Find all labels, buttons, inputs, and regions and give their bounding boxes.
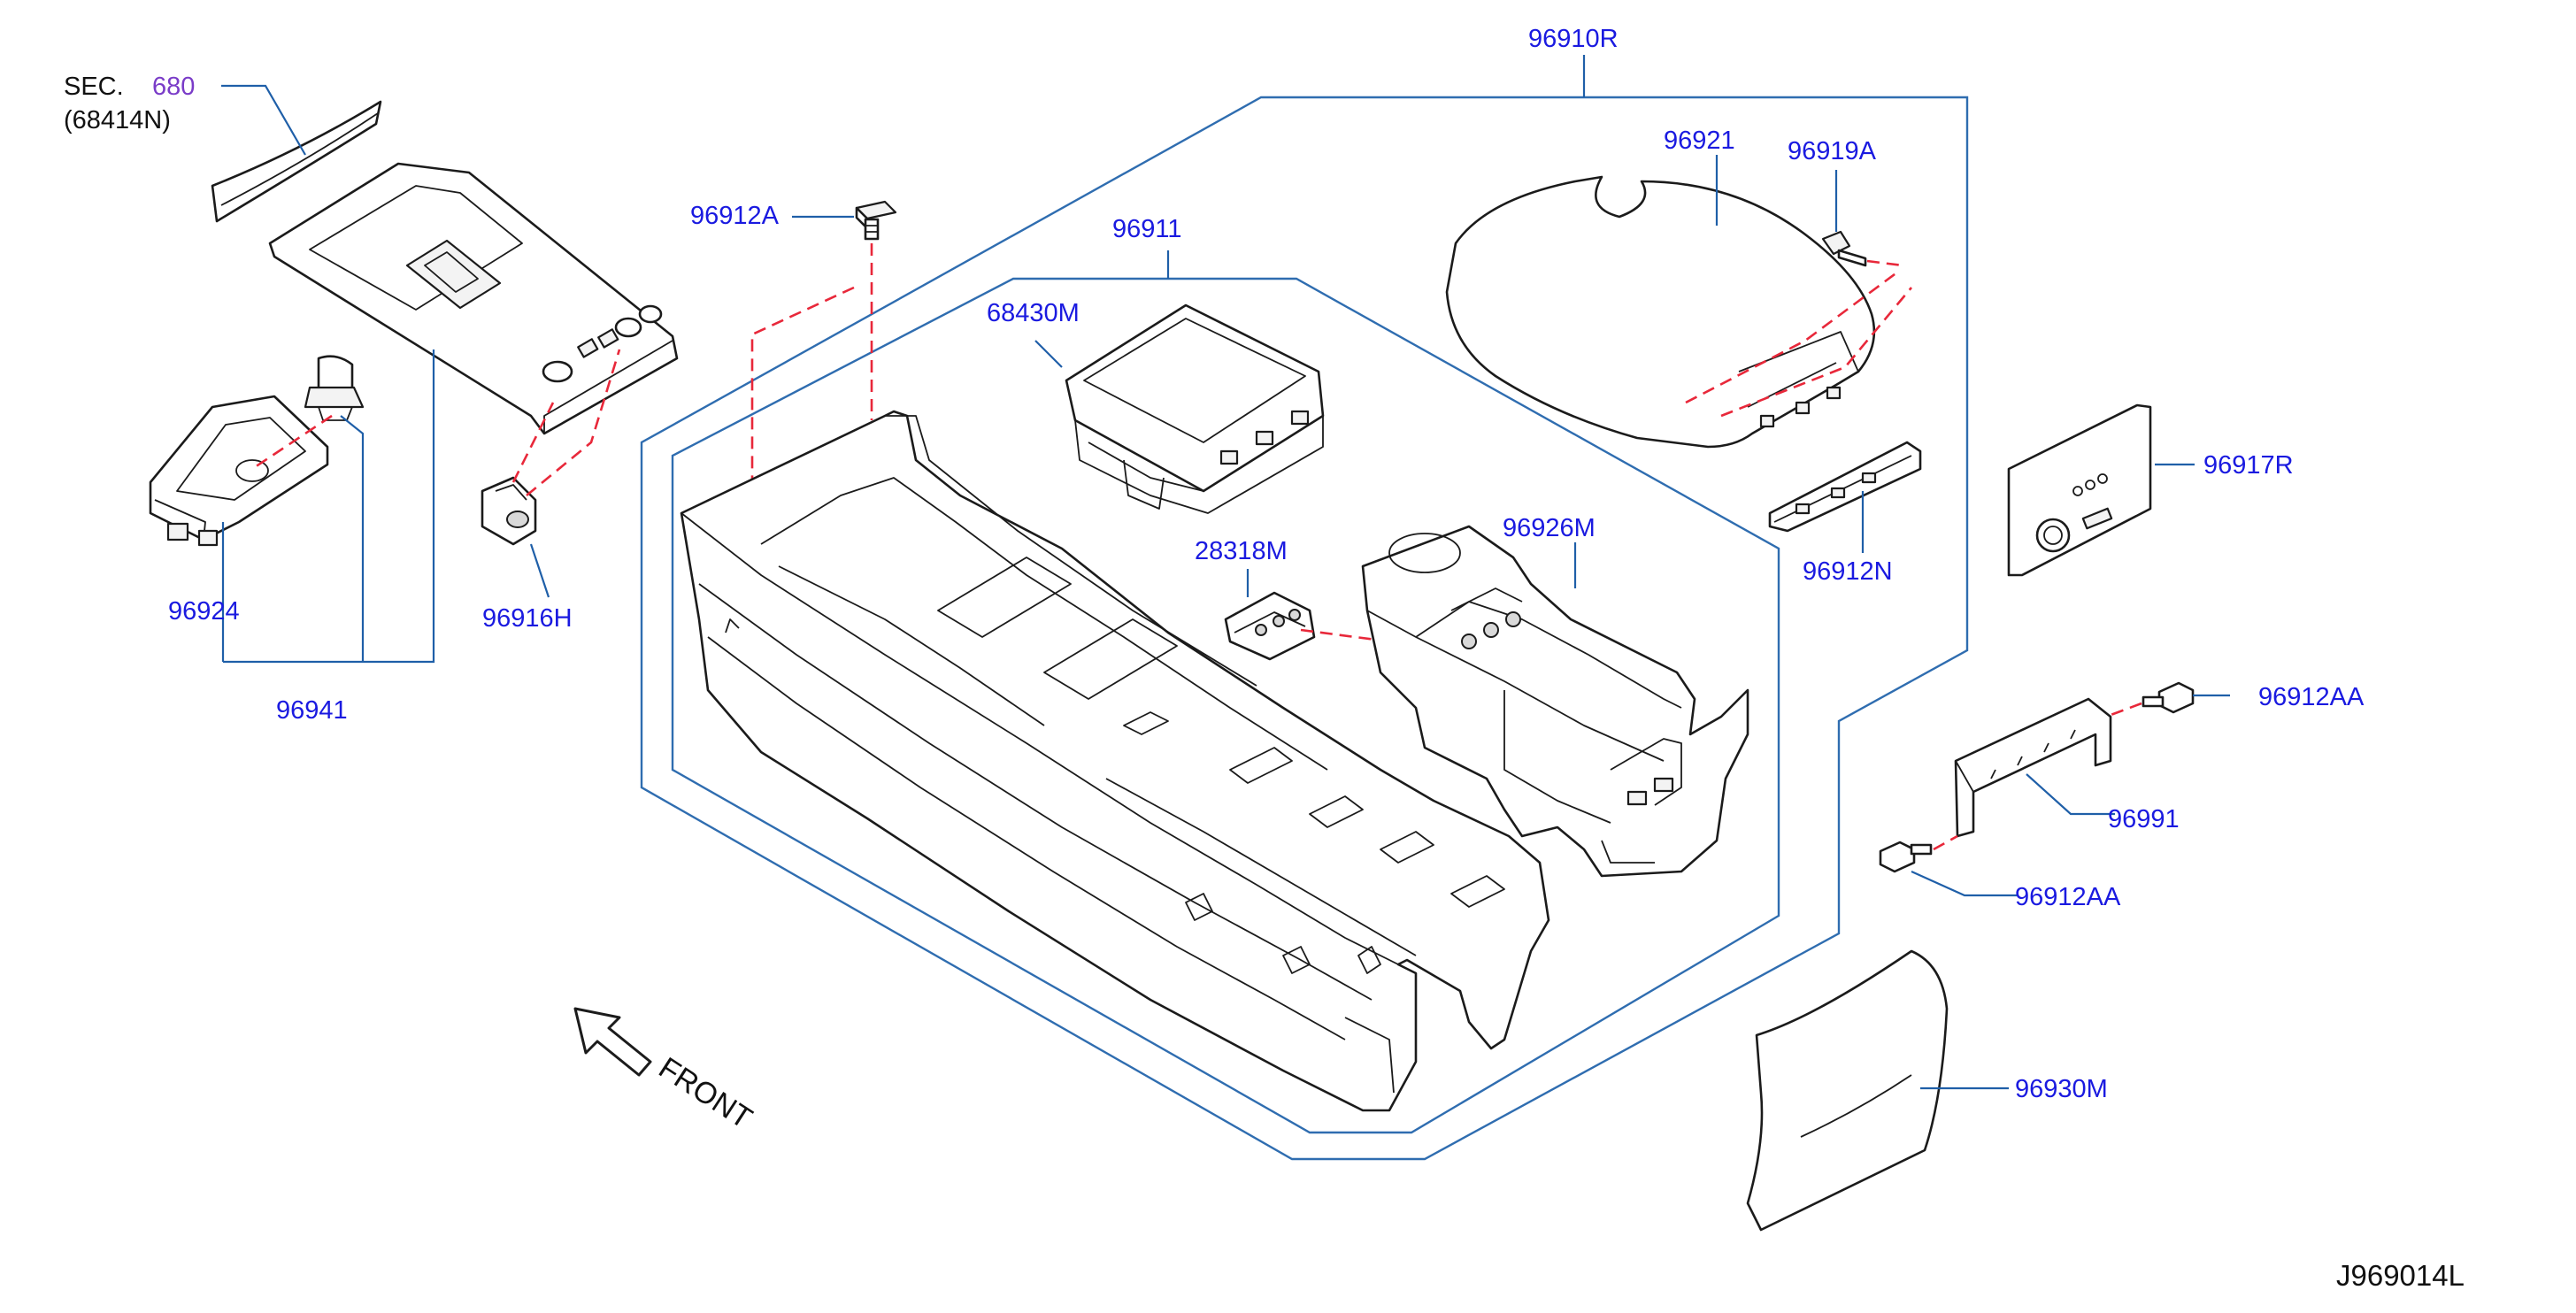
diagram-id: J969014L bbox=[2336, 1259, 2465, 1292]
dash-96912AA-bottom bbox=[1933, 834, 1958, 851]
label-96924: 96924 bbox=[168, 597, 240, 626]
dash-96916H-a bbox=[511, 402, 555, 483]
leader-96941 bbox=[223, 349, 435, 664]
armrest-lid-96921 bbox=[1445, 175, 1876, 449]
label-96916H: 96916H bbox=[482, 604, 573, 633]
bracket-96991 bbox=[1954, 697, 2112, 838]
front-label: FRONT bbox=[653, 1051, 758, 1136]
leader-96924-bulb bbox=[340, 415, 365, 442]
label-96917R: 96917R bbox=[2203, 451, 2294, 480]
label-96912A: 96912A bbox=[690, 202, 780, 230]
console-body-96911 bbox=[680, 410, 1550, 1112]
label-96912N: 96912N bbox=[1803, 557, 1893, 586]
label-96912AA-bottom: 96912AA bbox=[2015, 883, 2121, 911]
bolt-96912AA-top bbox=[2142, 681, 2195, 714]
clip-bulb-96924 bbox=[304, 355, 365, 421]
leader-96912AA-bottom bbox=[1911, 870, 2018, 897]
leader-96991 bbox=[2026, 773, 2115, 816]
dash-96924 bbox=[251, 414, 333, 471]
cupholder-96924 bbox=[149, 395, 329, 547]
label-96919A: 96919A bbox=[1788, 137, 1877, 165]
section-subcode: (68414N) bbox=[64, 106, 171, 134]
label-96911: 96911 bbox=[1112, 215, 1182, 243]
leader-96916H bbox=[529, 543, 550, 598]
assembly-frame-96911 bbox=[671, 277, 1780, 1134]
label-68430M: 68430M bbox=[987, 299, 1080, 327]
label-28318M: 28318M bbox=[1195, 537, 1288, 565]
label-96921: 96921 bbox=[1664, 127, 1735, 155]
dash-96919A bbox=[1866, 259, 1903, 267]
dash-96921-a bbox=[1685, 270, 1899, 404]
hinge-bracket-96912N bbox=[1768, 441, 1922, 533]
connector-28318M bbox=[1224, 591, 1316, 661]
label-96926M: 96926M bbox=[1503, 514, 1596, 542]
dash-96912AA-top bbox=[2105, 702, 2142, 718]
section-number: 680 bbox=[152, 73, 195, 101]
switch-96916H bbox=[481, 476, 537, 546]
leader-68430M bbox=[1034, 340, 1063, 368]
label-96910R: 96910R bbox=[1528, 25, 1619, 53]
bolt-96912AA-bottom bbox=[1879, 841, 1933, 873]
dash-96916H-b bbox=[526, 349, 621, 497]
front-direction-arrow bbox=[573, 1007, 652, 1077]
lid-assembly-68430M bbox=[1065, 303, 1325, 514]
finisher-plate-96917R bbox=[2007, 403, 2152, 577]
label-96912AA-top: 96912AA bbox=[2258, 683, 2365, 711]
label-96930M: 96930M bbox=[2015, 1075, 2108, 1103]
leader-sec-680 bbox=[221, 84, 306, 156]
cover-96930M bbox=[1746, 949, 1949, 1232]
section-prefix: SEC. bbox=[64, 73, 124, 101]
assembly-frame-96910R bbox=[640, 96, 1969, 1161]
label-96991: 96991 bbox=[2108, 805, 2180, 833]
label-96941: 96941 bbox=[276, 696, 348, 725]
dash-96921-b bbox=[1720, 287, 1912, 418]
screw-96912A bbox=[855, 200, 897, 241]
trim-strip-68414N bbox=[211, 100, 382, 223]
screw-96919A bbox=[1821, 230, 1867, 267]
shift-finisher-96941 bbox=[268, 162, 679, 435]
bracket-96926M bbox=[1361, 525, 1749, 878]
